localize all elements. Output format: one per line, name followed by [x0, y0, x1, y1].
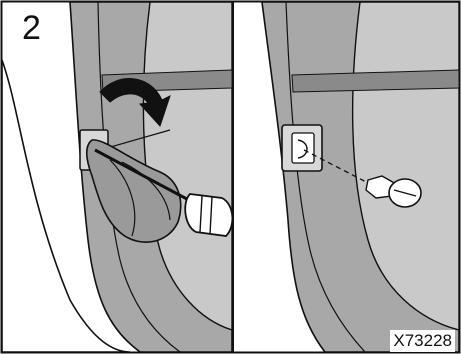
- screwdriver-icon: [185, 194, 232, 236]
- figure-code: X73228: [390, 330, 455, 352]
- step-number: 2: [20, 8, 43, 48]
- striker-slot: [292, 133, 314, 163]
